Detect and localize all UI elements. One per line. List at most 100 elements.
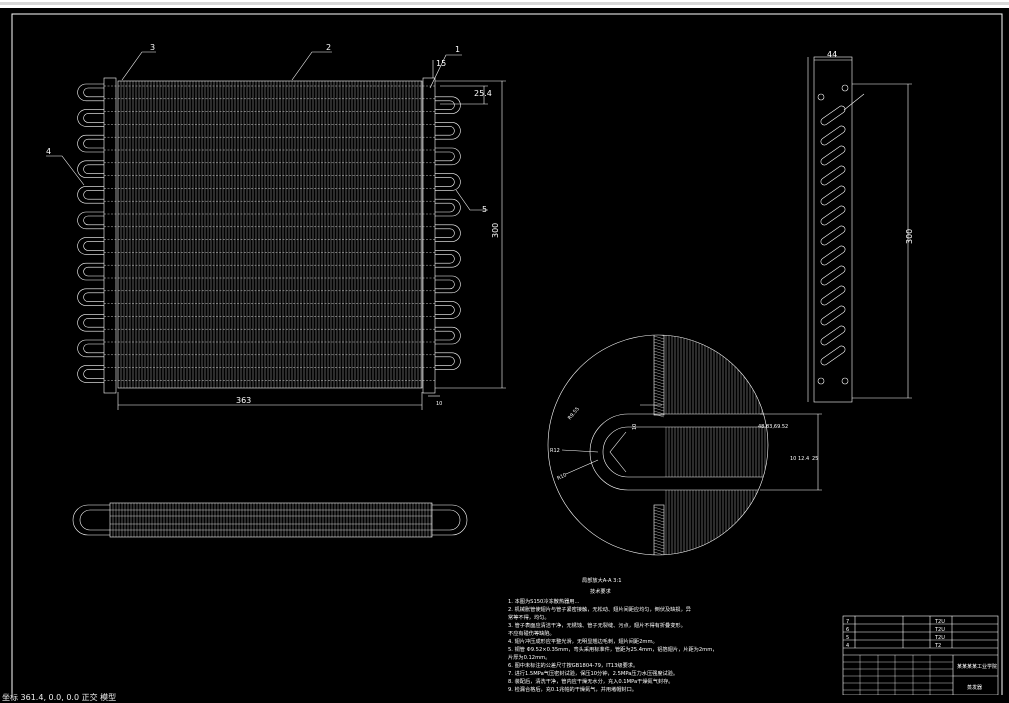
fin-block-outline: [117, 80, 423, 389]
status-coordinates: 坐标 361.4, 0.0, 0.0 正交 模型: [2, 693, 117, 702]
detail-plate-hatch-line: [653, 341, 665, 346]
detail-leader-r10: [565, 459, 599, 475]
technical-note-line: 6. 图中未标注的公差尺寸按GB1804-79，IT13级要求。: [508, 661, 638, 669]
right-u-bend-inner: [435, 330, 455, 341]
detail-plate-hatch-line: [653, 353, 665, 358]
right-u-bend-inner: [435, 279, 455, 290]
window-top-border: [0, 0, 1009, 8]
title-row-material-4: T2: [934, 643, 941, 649]
side-hole-bottom-left: [817, 377, 825, 385]
side-slot: [820, 145, 846, 166]
title-row-label-2: 6: [846, 627, 849, 633]
right-u-bend-inner: [435, 100, 455, 110]
left-u-bend-inner: [83, 87, 104, 98]
right-u-bend-outer: [435, 173, 461, 191]
left-u-bend-outer: [77, 186, 104, 204]
detail-dim-a: 10: [632, 424, 638, 430]
right-u-bend-inner: [435, 356, 455, 366]
detail-plate-hatch-line: [653, 371, 665, 376]
left-u-bend-outer: [77, 339, 104, 358]
title-block-grid: [843, 623, 998, 695]
side-height-text: 300: [905, 229, 914, 244]
side-leader: [843, 93, 865, 111]
callout-4: 4: [46, 147, 51, 156]
right-u-bend-inner: [435, 254, 455, 264]
left-u-bend-outer: [77, 237, 104, 255]
right-u-bend-outer: [435, 147, 461, 166]
right-u-bend-inner: [435, 126, 455, 136]
title-school: 某某某某工业学院: [957, 663, 997, 670]
right-u-bend-inner: [435, 202, 455, 213]
left-u-bend-inner: [83, 138, 104, 149]
left-u-bend-inner: [83, 292, 104, 302]
technical-note-line: 5. 铜管 Φ9.52×0.35mm，弯头采用标准件，管距为25.4mm，铝箔翅…: [508, 645, 717, 653]
left-u-bend-outer: [77, 109, 104, 127]
title-row-material-1: T2U: [934, 619, 945, 625]
right-u-bend-outer: [435, 275, 461, 294]
detail-plate-hatch-line: [653, 389, 665, 394]
detail-plate-hatch-line: [653, 383, 665, 388]
front-view: [46, 51, 506, 410]
side-hole-bottom-right: [841, 377, 849, 385]
right-u-bend-outer: [435, 250, 461, 268]
left-u-bend-inner: [83, 369, 104, 379]
right-u-bend-outer: [435, 326, 461, 345]
detail-plate-hatch-line: [653, 545, 665, 550]
detail-plate-hatch-line: [653, 362, 665, 367]
side-slot: [820, 185, 846, 206]
detail-title: 局部放大A-A 3:1: [582, 576, 622, 584]
side-slot: [820, 225, 846, 246]
technical-notes: 1. 本图为S150冷冻散热器用...2. 机械胀管使翅片与管子紧密接触，无松动…: [508, 597, 717, 693]
fin-offset-dim: 15: [436, 59, 446, 68]
small-bottom-dim: 10: [436, 401, 442, 407]
technical-note-line: 不应有碰伤等缺陷。: [508, 629, 555, 637]
detail-plate-hatch-line: [653, 338, 665, 343]
detail-plate-hatch-line: [653, 509, 665, 514]
bottom-fin-lines: [110, 503, 432, 537]
detail-plate-top: [653, 335, 665, 416]
left-tube-plate: [103, 77, 117, 394]
detail-leader-r12: [561, 449, 599, 453]
detail-plate-hatch-line: [653, 359, 665, 364]
detail-plate-hatch-line: [653, 335, 665, 337]
right-u-bend-inner: [435, 305, 455, 315]
detail-dim-g: 12.4: [798, 456, 809, 462]
detail-plate-hatch-line: [653, 554, 665, 555]
detail-plate-hatch-line: [653, 401, 665, 406]
title-drawing-name: 蒸发器: [967, 684, 982, 691]
detail-plate-hatch-line: [653, 551, 665, 555]
detail-plate-hatch-line: [653, 344, 665, 349]
side-slots: [820, 105, 846, 366]
right-u-bend-inner: [435, 228, 455, 238]
detail-dim-e: R10: [556, 472, 567, 482]
front-height-dim: 300: [491, 223, 500, 238]
technical-note-line: 3. 管子表面应清洁干净，无锈蚀、管子无裂缝、污点，翅片不得有折叠变形。: [508, 621, 686, 629]
leader-2: [291, 51, 332, 81]
detail-plate-hatch-line: [653, 356, 665, 361]
detail-plate-hatch-line: [653, 527, 665, 532]
side-slot: [820, 245, 846, 266]
left-u-bend-inner: [83, 164, 104, 174]
fin-lines: [120, 81, 422, 388]
side-slot: [820, 285, 846, 306]
technical-note-line: 8. 装配后，清洗干净，管内应干燥无水分，充入0.1MPa干燥氮气封存。: [508, 677, 673, 685]
title-row-label-1: 7: [846, 619, 849, 625]
detail-dim-f: 10: [790, 456, 796, 462]
left-u-bend-outer: [77, 365, 104, 383]
technical-note-line: 9. 检漏合格后，充0.1兆帕的干燥氮气，并用堵帽封口。: [508, 685, 637, 693]
detail-plate-hatch-line: [653, 374, 665, 379]
side-slot: [820, 165, 846, 186]
window-top-border-inner: [0, 2, 1009, 5]
detail-plate-hatch-line: [653, 350, 665, 355]
side-width-text: 44: [827, 50, 837, 59]
detail-dim-h: 25: [812, 456, 818, 462]
title-row-label-4: 4: [846, 643, 849, 649]
right-u-bends: [435, 96, 461, 370]
side-view: [807, 56, 912, 403]
right-u-bend-outer: [435, 198, 461, 217]
detail-bend-outer: [589, 413, 629, 491]
technical-note-line: 片厚为0.12mm。: [508, 653, 550, 661]
technical-note-line: 4. 翅片冲压成形应平整光滑，无明显翘边毛刺，翅片间距2mm。: [508, 637, 658, 645]
detail-plate-hatch-line: [653, 380, 665, 385]
